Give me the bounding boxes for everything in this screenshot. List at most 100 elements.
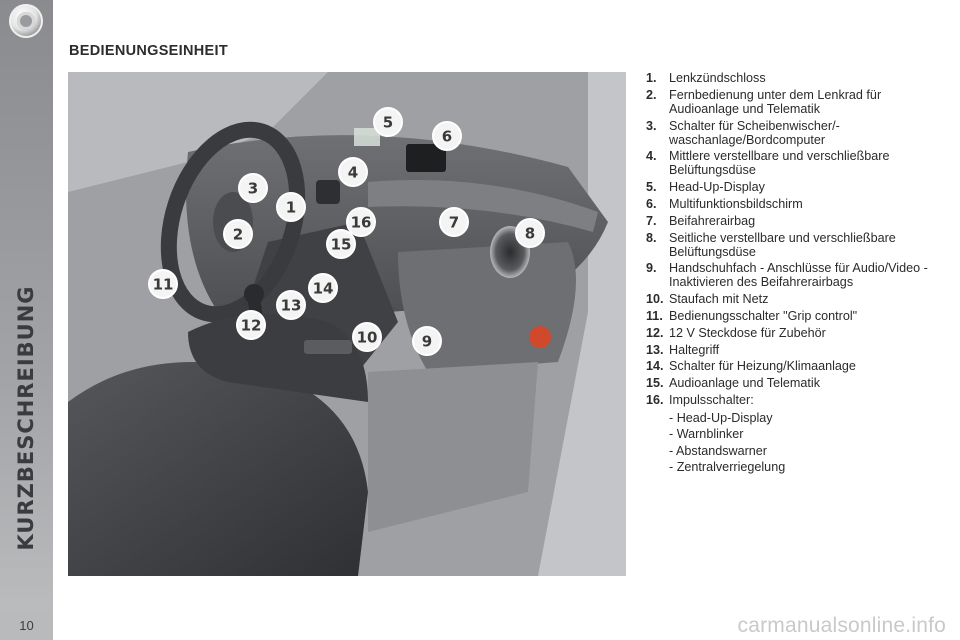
callout-number: 16 [351, 214, 372, 232]
callout-number: 6 [442, 128, 452, 146]
legend-item-12: 12. 12 V Steckdose für Zubehör [646, 326, 946, 340]
legend-label: Bedienungsschalter "Grip control" [669, 308, 858, 323]
legend-item-5: 5. Head-Up-Display [646, 180, 946, 194]
callout-badge [439, 207, 469, 237]
legend-label: Haltegriff [669, 342, 720, 357]
legend-number: 5. [646, 180, 657, 195]
callout-badge [412, 326, 442, 356]
legend-sub-list-wrapper: - Head-Up-Display - Warnblinker - Abstan… [646, 411, 946, 474]
steering-wheel-shape [160, 121, 306, 323]
dashboard-illustration: 5 6 4 3 1 16 2 15 7 8 11 14 13 12 10 9 [68, 72, 626, 576]
legend-label: Seitliche verstellbare und verschließbar… [669, 230, 896, 259]
legend-item-16: 16. Impulsschalter: [646, 393, 946, 407]
screen-shape [406, 144, 446, 172]
callout-badge [338, 157, 368, 187]
callout-number: 2 [233, 226, 243, 244]
callout-number: 10 [357, 329, 378, 347]
page-number: 10 [19, 618, 34, 633]
legend-label: Multifunktionsbildschirm [669, 196, 803, 211]
watermark: carmanualsonline.info [737, 614, 946, 637]
gear-knob-shape [244, 284, 264, 304]
callout-badge [346, 207, 376, 237]
legend-number: 13. [646, 342, 664, 357]
door-panel [538, 72, 626, 576]
section-heading: BEDIENUNGSEINHEIT [69, 43, 228, 59]
legend-item-3: 3. Schalter für Scheibenwischer/-waschanl… [646, 119, 946, 147]
legend-number: 12. [646, 325, 664, 340]
floor-shape [368, 362, 538, 532]
callout-badge [326, 229, 356, 259]
legend-number: 7. [646, 213, 657, 228]
callout-number: 7 [449, 214, 459, 232]
legend-label: Fernbedienung unter dem Lenkrad für Audi… [669, 87, 882, 116]
legend-sub-item: - Abstandswarner [669, 443, 768, 458]
legend-number: 14. [646, 359, 664, 374]
legend-number: 10. [646, 292, 664, 307]
callout-badge [373, 107, 403, 137]
callout-number: 8 [525, 225, 535, 243]
legend-sub-list: - Head-Up-Display - Warnblinker - Abstan… [646, 411, 946, 474]
legend-item-2: 2.Fernbedienung unter dem Lenkrad für Au… [646, 88, 946, 116]
legend-label: Mittlere verstellbare und verschließbare… [669, 149, 890, 178]
legend-label: Staufach mit Netz [669, 292, 769, 307]
callout-number: 13 [281, 297, 302, 315]
callout-badge [432, 121, 462, 151]
callout-badge [148, 269, 178, 299]
sidebar: KURZBESCHREIBUNG 10 [0, 0, 53, 640]
legend-sub-item: - Zentralverriegelung [669, 460, 786, 475]
callout-badge [515, 218, 545, 248]
legend-list: 1. Lenkzündschloss 2.Fernbedienung unter … [646, 71, 946, 477]
callout-badge [236, 310, 266, 340]
callout-number: 15 [331, 236, 352, 254]
callout-group: 5 6 4 3 1 16 2 15 7 8 11 14 13 12 10 9 [148, 107, 545, 356]
callout-badge [276, 290, 306, 320]
legend-item-9: 9. Handschuhfach - Anschlüsse für Audio/V… [646, 261, 946, 289]
legend-label: Beifahrerairbag [669, 213, 756, 228]
legend-item-1: 1. Lenkzündschloss [646, 71, 946, 85]
legend-label: 12 V Steckdose für Zubehör [669, 325, 826, 340]
hud-glass-shape [354, 128, 380, 146]
callout-badge [238, 173, 268, 203]
callout-badge [276, 192, 306, 222]
legend-label: Schalter für Heizung/Klimaanlage [669, 359, 856, 374]
callout-badge [352, 322, 382, 352]
driver-seat-shape [68, 362, 368, 576]
legend-label: Schalter für Scheibenwischer/-waschanlag… [669, 118, 840, 147]
legend-label: Handschuhfach - Anschlüsse für Audio/Vid… [669, 261, 928, 290]
legend-number: 11. [646, 308, 663, 323]
callout-number: 5 [383, 114, 393, 132]
callout-number: 4 [348, 164, 358, 182]
callout-number: 3 [248, 180, 258, 198]
legend-number: 16. [646, 392, 664, 407]
legend-number: 9. [646, 261, 657, 276]
legend-number: 6. [646, 196, 657, 211]
legend-label: Impulsschalter: [669, 392, 754, 407]
callout-number: 12 [241, 317, 262, 335]
callout-badge [223, 219, 253, 249]
legend-number: 3. [646, 118, 657, 133]
legend-item-15: 15. Audioanlage und Telematik [646, 376, 946, 390]
page-number-box [0, 610, 53, 640]
legend-label: Audioanlage und Telematik [669, 376, 821, 391]
callout-number: 11 [153, 276, 174, 294]
legend-item-14: 14. Schalter für Heizung/Klimaanlage [646, 359, 946, 373]
callout-number: 9 [422, 333, 432, 351]
center-vent-shape [316, 180, 340, 204]
callout-number: 14 [313, 280, 334, 298]
callout-badge [308, 273, 338, 303]
legend-sub-item: - Warnblinker [669, 427, 744, 442]
legend-item-10: 10. Staufach mit Netz [646, 292, 946, 306]
storage-net-shape [304, 340, 352, 354]
legend-sub-item: - Head-Up-Display [669, 410, 773, 425]
legend-label: Head-Up-Display [669, 180, 765, 195]
legend-label: Lenkzündschloss [669, 71, 766, 85]
legend-number: 4. [646, 149, 657, 164]
callout-number: 1 [286, 199, 296, 217]
legend-item-4: 4. Mittlere verstellbare und verschließba… [646, 149, 946, 177]
legend-number: 1. [646, 71, 657, 85]
passenger-seat-cushion-shape [188, 314, 368, 402]
legend-item-8: 8.Seitliche verstellbare und verschließb… [646, 231, 946, 259]
legend-item-7: 7. Beifahrerairbag [646, 214, 946, 228]
legend-number: 15. [646, 376, 664, 391]
brand-logo-icon [9, 4, 43, 38]
